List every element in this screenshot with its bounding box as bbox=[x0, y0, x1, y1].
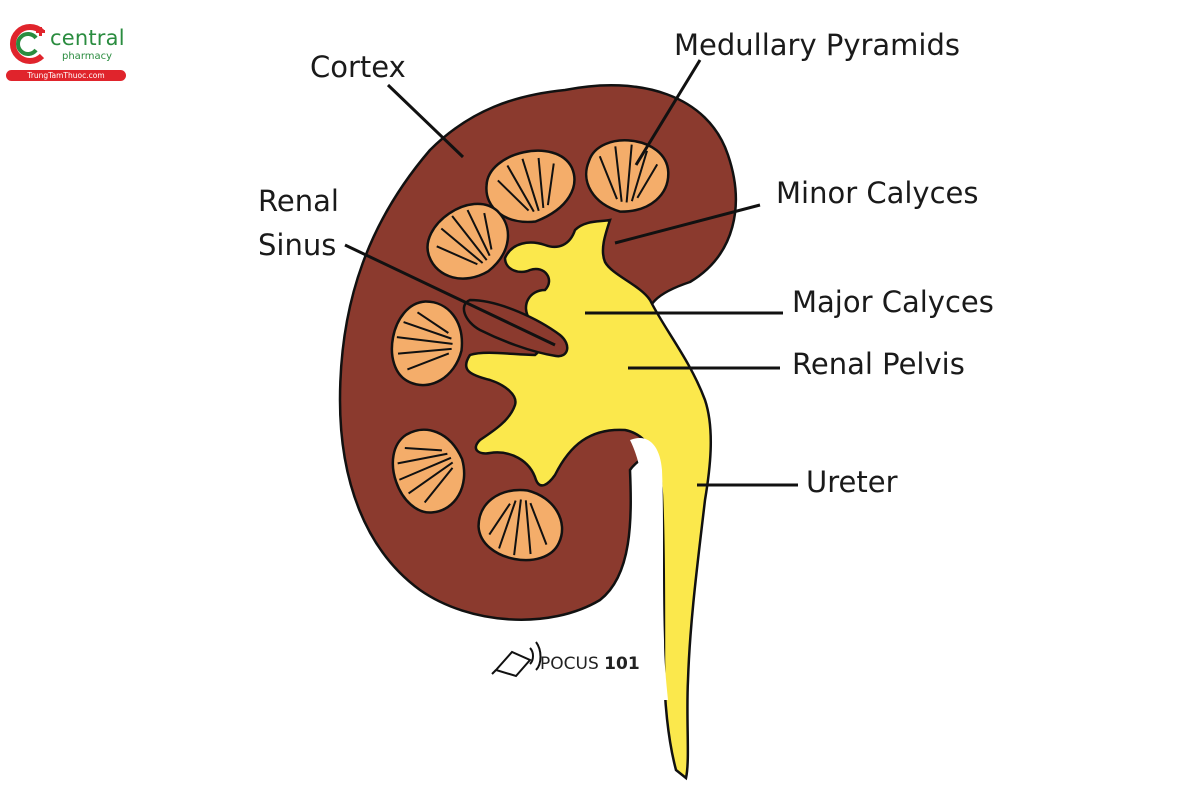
label-cortex: Cortex bbox=[310, 50, 406, 84]
label-medullary-pyramids: Medullary Pyramids bbox=[674, 28, 961, 62]
leader-lines bbox=[344, 59, 798, 487]
pyramid-6 bbox=[477, 488, 564, 562]
label-minor-calyces: Minor Calyces bbox=[776, 176, 979, 210]
leader-minor bbox=[614, 203, 761, 245]
label-ureter: Ureter bbox=[806, 465, 898, 499]
label-major-calyces: Major Calyces bbox=[792, 285, 994, 319]
leader-sinus bbox=[344, 243, 556, 347]
credit-number: 101 bbox=[604, 654, 640, 674]
brand-logo: central pharmacy TrungTamThuoc.com bbox=[6, 22, 130, 84]
hilum-gap bbox=[630, 438, 668, 700]
logo-c-icon bbox=[9, 24, 45, 64]
leader-medullary bbox=[634, 59, 702, 166]
renal-pelvis-calyces-ureter bbox=[464, 218, 712, 781]
pyramid-1 bbox=[485, 149, 576, 224]
credit-name: POCUS bbox=[540, 654, 599, 674]
pocus-credit: POCUS 101 bbox=[540, 654, 640, 674]
brand-name: central bbox=[50, 26, 125, 50]
label-renal-sinus-line1: Renal bbox=[258, 184, 339, 218]
pyramid-2 bbox=[584, 139, 670, 213]
brand-site[interactable]: TrungTamThuoc.com bbox=[6, 70, 126, 81]
ultrasound-probe-icon bbox=[491, 641, 542, 678]
pyramid-4 bbox=[390, 300, 464, 387]
leader-cortex bbox=[386, 83, 465, 159]
label-renal-sinus-line2: Sinus bbox=[258, 228, 337, 262]
medullary-pyramids bbox=[390, 139, 670, 562]
pyramid-5 bbox=[391, 428, 466, 514]
brand-sub: pharmacy bbox=[62, 51, 113, 62]
label-renal-pelvis: Renal Pelvis bbox=[792, 347, 965, 381]
pyramid-3 bbox=[426, 202, 510, 280]
